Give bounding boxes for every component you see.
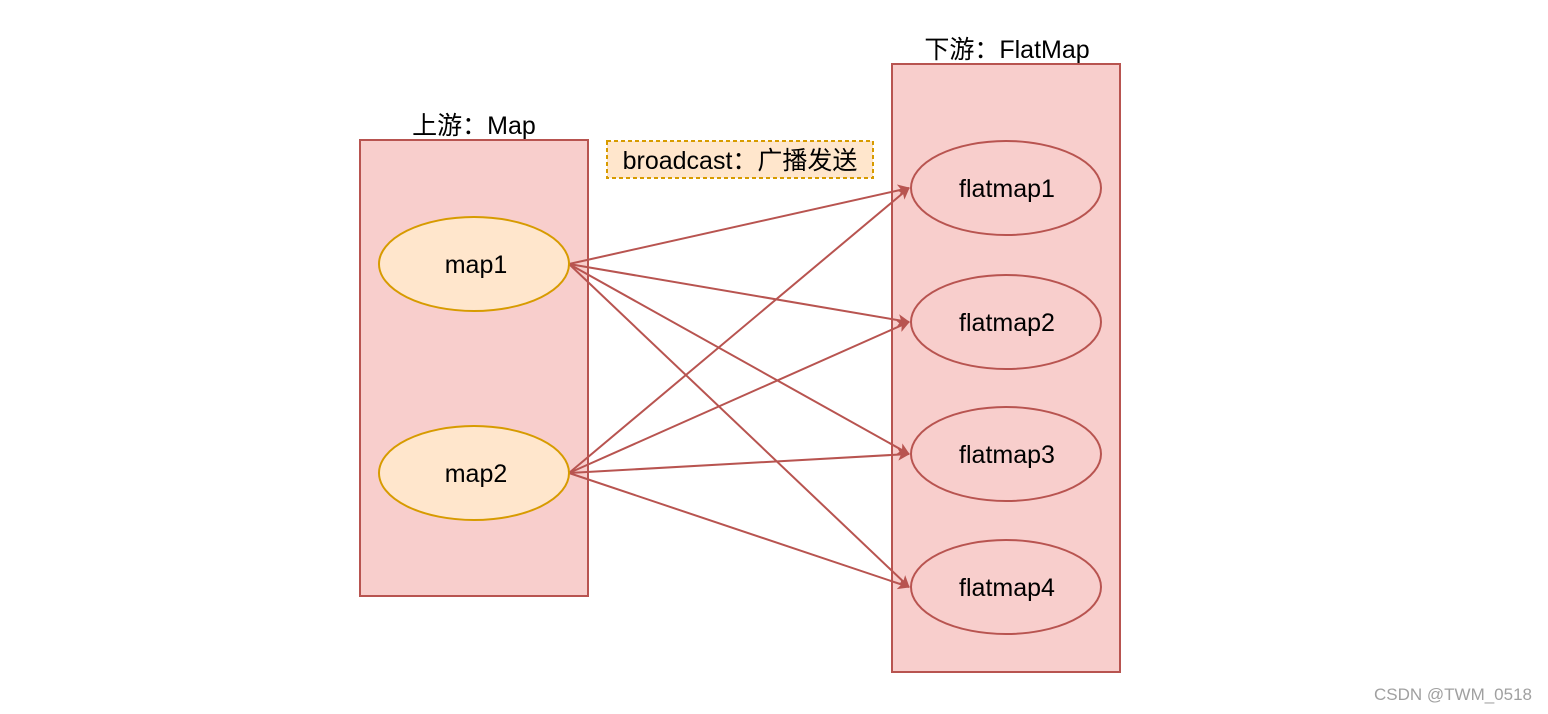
node-ellipse	[378, 425, 570, 521]
node-label: flatmap2	[959, 309, 1055, 337]
edge-map1-flatmap4	[568, 263, 910, 588]
upstream-title: 上游：Map	[412, 112, 536, 140]
edge-map2-flatmap2	[568, 320, 910, 474]
node-label: map1	[445, 251, 508, 279]
node-label: flatmap3	[959, 441, 1055, 469]
broadcast-label-box	[606, 140, 874, 179]
edge-map1-flatmap1	[568, 184, 910, 265]
downstream-title: 下游：FlatMap	[924, 36, 1089, 64]
node-ellipse	[910, 406, 1102, 502]
node-ellipse	[910, 140, 1102, 236]
upstream-node-map2: map2	[378, 425, 570, 521]
node-ellipse	[910, 539, 1102, 635]
edge-map1-flatmap3	[568, 263, 910, 455]
downstream-node-flatmap2: flatmap2	[910, 274, 1102, 370]
broadcast-label-text: broadcast：广播发送	[623, 147, 858, 175]
downstream-node-flatmap3: flatmap3	[910, 406, 1102, 502]
node-label: flatmap4	[959, 574, 1055, 602]
watermark: CSDN @TWM_0518	[1374, 685, 1532, 704]
node-ellipse	[910, 274, 1102, 370]
edge-map2-flatmap1	[568, 187, 910, 474]
node-ellipse	[378, 216, 570, 312]
upstream-node-map1: map1	[378, 216, 570, 312]
downstream-node-flatmap1: flatmap1	[910, 140, 1102, 236]
upstream-group: 上游：Map	[359, 112, 589, 597]
downstream-node-flatmap4: flatmap4	[910, 539, 1102, 635]
edge-map2-flatmap3	[568, 448, 910, 474]
edge-map1-flatmap2	[568, 263, 910, 327]
broadcast-label: broadcast：广播发送	[606, 140, 874, 179]
edge-map2-flatmap4	[568, 472, 910, 590]
node-label: map2	[445, 460, 508, 488]
edges	[568, 184, 910, 590]
node-label: flatmap1	[959, 175, 1055, 203]
upstream-container	[359, 139, 589, 597]
